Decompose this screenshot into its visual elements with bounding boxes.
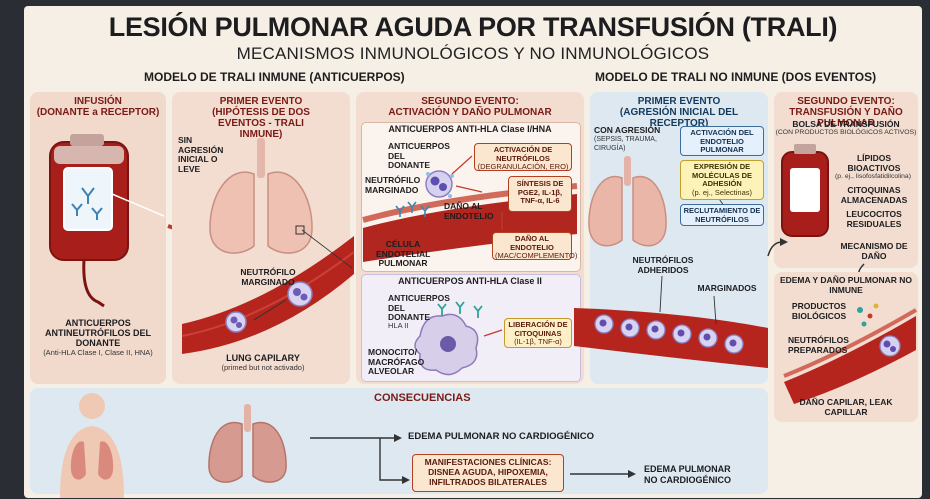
final-edema-line1: EDEMA PULMONAR (644, 464, 764, 475)
clinical-manifestations-line2: INFILTRADOS BILATERALES (415, 477, 561, 487)
consequences-illustration (24, 6, 922, 498)
final-edema-label: EDEMA PULMONAR NO CARDIOGÉNICO (644, 464, 764, 485)
clinical-manifestations-box: MANIFESTACIONES CLÍNICAS: DISNEA AGUDA, … (412, 454, 564, 492)
infographic: LESIÓN PULMONAR AGUDA POR TRANSFUSIÓN (T… (24, 6, 922, 498)
final-edema-line2: NO CARDIOGÉNICO (644, 475, 764, 486)
non-cardiogenic-edema-label: EDEMA PULMONAR NO CARDIOGÉNICO (408, 432, 628, 442)
clinical-manifestations-line1: DISNEA AGUDA, HIPOXEMIA, (415, 467, 561, 477)
edema-lungs-icon (209, 404, 286, 482)
human-silhouette-icon (60, 393, 124, 498)
clinical-manifestations-title: MANIFESTACIONES CLÍNICAS: (415, 457, 561, 467)
